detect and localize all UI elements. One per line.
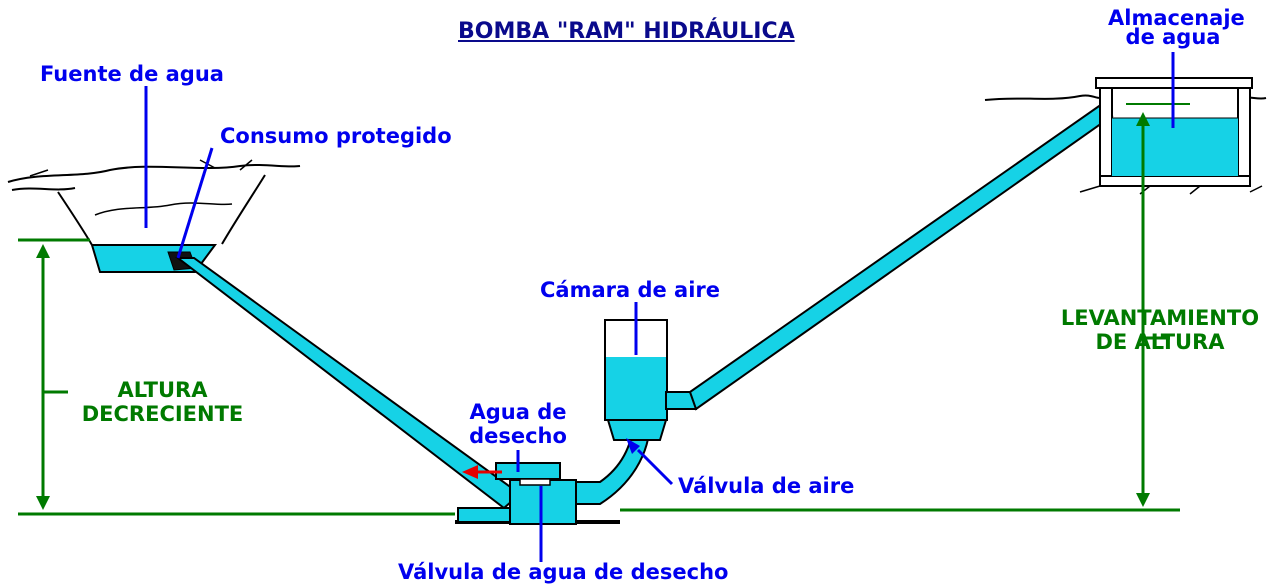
air-chamber: [604, 319, 697, 441]
diagram-title: BOMBA "RAM" HIDRÁULICA: [458, 19, 795, 44]
lift-height-label-line1: LEVANTAMIENTO: [1060, 306, 1260, 330]
waste-valve-label: Válvula de agua de desecho: [398, 560, 729, 584]
source-terrain: [7, 159, 301, 246]
waste-water-flow-arrow: [462, 465, 502, 479]
waste-water-label-line2: desecho: [469, 424, 567, 448]
water-storage-label-line2: de agua: [1125, 25, 1221, 49]
fall-height-label-line2: DECRECIENTE: [81, 402, 244, 426]
fall-height-dimension: [18, 238, 90, 510]
lift-height-label: LEVANTAMIENTO DE ALTURA: [1060, 306, 1260, 354]
water-storage-label-line1: Almacenaje: [1108, 6, 1245, 30]
air-valve-arrowhead: [626, 438, 640, 454]
air-chamber-label: Cámara de aire: [540, 278, 721, 302]
lift-height-dimension: [1136, 112, 1170, 507]
ground-line: [18, 508, 1180, 524]
water-storage-label: Almacenaje de agua: [1108, 6, 1245, 49]
delivery-pipe: [688, 102, 1114, 411]
waste-water-label: Agua de desecho: [456, 400, 580, 448]
fall-height-label-line1: ALTURA: [117, 378, 208, 402]
fall-height-label: ALTURA DECRECIENTE: [60, 378, 265, 426]
water-source-label: Fuente de agua: [40, 62, 224, 86]
lift-height-label-line2: DE ALTURA: [1095, 330, 1225, 354]
label-pointers: [144, 52, 1175, 562]
waste-water-label-line1: Agua de: [469, 400, 567, 424]
protected-intake-label: Consumo protegido: [220, 124, 452, 148]
air-valve-label: Válvula de aire: [678, 474, 855, 498]
